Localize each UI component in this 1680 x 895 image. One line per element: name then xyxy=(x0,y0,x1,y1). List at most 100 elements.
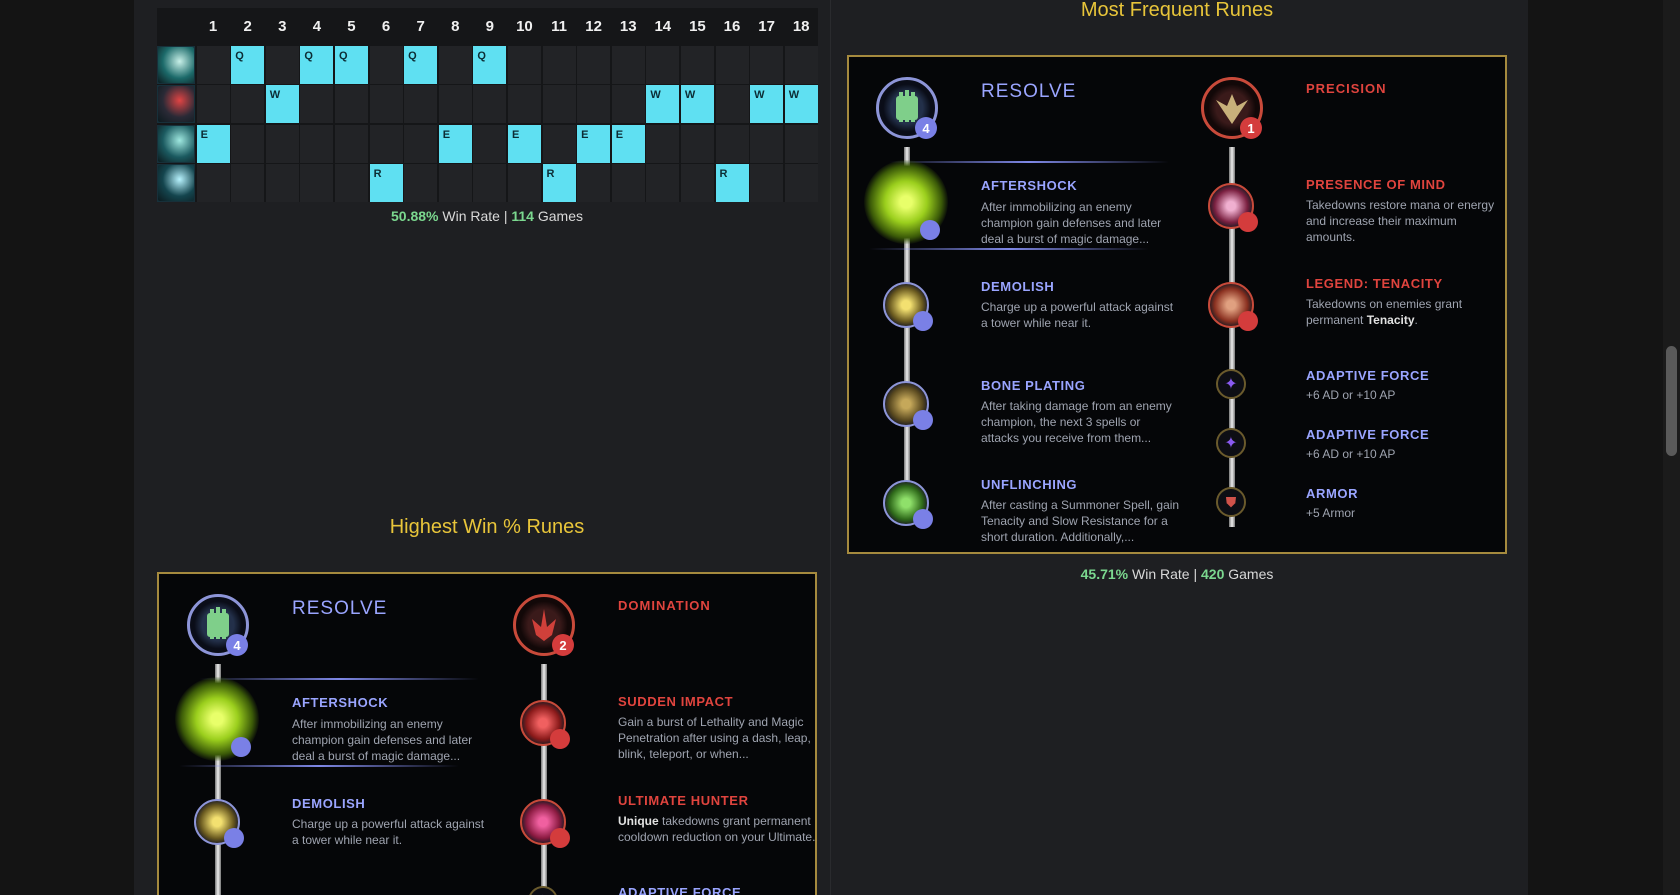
skill-key: E xyxy=(200,128,208,141)
skill-key: E xyxy=(581,128,589,141)
skill-empty-cell xyxy=(369,45,403,84)
skill-key: Q xyxy=(304,49,313,62)
rune-unflinching-desc: After casting a Summoner Spell, gain Ten… xyxy=(981,498,1180,544)
skill-empty-cell xyxy=(750,164,784,203)
skill-key: R xyxy=(373,168,382,181)
games-label: Games xyxy=(1228,566,1274,582)
skill-q-icon xyxy=(157,45,195,84)
skill-empty-cell xyxy=(715,45,749,84)
rune-demolish-desc: Charge up a powerful attack against a to… xyxy=(981,300,1174,330)
skill-point: E xyxy=(577,124,611,163)
skill-key: W xyxy=(788,89,800,102)
win-rate-value: 50.88% xyxy=(391,208,439,224)
skill-point: E xyxy=(507,124,541,163)
skill-empty-cell xyxy=(680,124,714,163)
rune-aftershock-desc: After immobilizing an enemy champion gai… xyxy=(292,717,473,763)
skill-key: E xyxy=(511,128,520,141)
adaptive-force-shard-icon: ✦ xyxy=(1216,428,1246,458)
skill-empty-cell xyxy=(334,85,368,124)
skill-empty-cell xyxy=(784,45,818,84)
skill-empty-cell xyxy=(473,124,507,163)
shard-1-name: ADAPTIVE FORCE xyxy=(618,885,742,895)
shard-1-name: ADAPTIVE FORCE xyxy=(1306,368,1430,383)
page-scrollbar[interactable] xyxy=(1663,0,1680,895)
skill-empty-cell xyxy=(300,164,334,203)
demolish-dot xyxy=(224,828,244,848)
games-value: 114 xyxy=(511,208,534,224)
sudden-impact-dot xyxy=(550,729,570,749)
secondary-count-badge: 1 xyxy=(1240,117,1262,139)
skill-empty-cell xyxy=(231,164,265,203)
level-header: 17 xyxy=(750,8,784,44)
skill-empty-cell xyxy=(611,45,645,84)
skill-point: W xyxy=(784,85,818,124)
rune-demolish-name: DEMOLISH xyxy=(292,796,366,811)
secondary-tree-name: PRECISION xyxy=(1306,81,1387,96)
skill-empty-cell xyxy=(404,164,438,203)
level-header: 12 xyxy=(577,8,611,44)
aftershock-dot xyxy=(920,220,940,240)
skill-empty-cell xyxy=(784,124,818,163)
skill-point: Q xyxy=(404,45,438,84)
level-header: 11 xyxy=(542,8,576,44)
level-header: 3 xyxy=(265,8,299,44)
skill-empty-cell xyxy=(196,164,230,203)
skill-empty-cell xyxy=(196,45,230,84)
unflinching-dot xyxy=(913,509,933,529)
primary-count-badge: 4 xyxy=(915,117,937,139)
skill-empty-cell xyxy=(646,45,680,84)
skill-empty-cell xyxy=(611,164,645,203)
secondary-spine xyxy=(541,664,547,895)
skill-point: R xyxy=(542,164,576,203)
skill-empty-cell xyxy=(473,85,507,124)
level-header: 9 xyxy=(473,8,507,44)
level-header: 2 xyxy=(231,8,265,44)
adaptive-force-shard-icon: ✦ xyxy=(1216,369,1246,399)
skill-point: Q xyxy=(473,45,507,84)
skill-order-stats: 50.88% Win Rate | 114 Games xyxy=(157,208,817,224)
skill-empty-cell xyxy=(680,164,714,203)
level-header: 8 xyxy=(438,8,472,44)
skill-point: Q xyxy=(300,45,334,84)
skill-key: Q xyxy=(477,49,486,62)
skill-point: R xyxy=(715,164,749,203)
skill-empty-cell xyxy=(438,85,472,124)
skill-empty-cell xyxy=(646,164,680,203)
skill-empty-cell xyxy=(680,45,714,84)
rune-sudden-impact-desc: Gain a burst of Lethality and Magic Pene… xyxy=(618,715,811,761)
skill-empty-cell xyxy=(577,164,611,203)
level-header: 18 xyxy=(784,8,818,44)
skill-key: Q xyxy=(408,49,417,62)
rune-bone-plating-desc: After taking damage from an enemy champi… xyxy=(981,399,1172,445)
skill-key: W xyxy=(684,89,696,102)
skill-empty-cell xyxy=(542,124,576,163)
rune-legend-tenacity-name: LEGEND: TENACITY xyxy=(1306,276,1443,291)
adaptive-force-shard-icon: ✦ xyxy=(528,886,558,895)
games-value: 420 xyxy=(1201,566,1225,582)
ultimate-hunter-icon xyxy=(520,799,566,845)
skill-point: R xyxy=(369,164,403,203)
skill-key: W xyxy=(650,89,661,102)
win-rate-value: 45.71% xyxy=(1080,566,1129,582)
domination-tree-icon xyxy=(513,594,575,656)
primary-spine xyxy=(215,664,221,895)
skill-key: W xyxy=(269,89,281,102)
skill-empty-cell xyxy=(404,124,438,163)
presence-of-mind-dot xyxy=(1238,212,1258,232)
win-rate-label: Win Rate | xyxy=(442,208,508,224)
skill-point: E xyxy=(611,124,645,163)
rune-aftershock-desc: After immobilizing an enemy champion gai… xyxy=(981,200,1162,246)
rune-ultimate-hunter-desc: Unique takedowns grant permanent cooldow… xyxy=(618,814,816,844)
rune-ultimate-hunter-name: ULTIMATE HUNTER xyxy=(618,793,749,808)
most-frequent-stats: 45.71% Win Rate | 420 Games xyxy=(847,566,1507,582)
shard-3-name: ARMOR xyxy=(1306,486,1359,501)
scrollbar-thumb[interactable] xyxy=(1666,346,1677,456)
skill-point: W xyxy=(750,85,784,124)
level-header: 15 xyxy=(680,8,714,44)
skill-empty-cell xyxy=(265,164,299,203)
level-header: 10 xyxy=(507,8,541,44)
skill-point: W xyxy=(646,85,680,124)
rune-presence-of-mind-desc: Takedowns restore mana or energy and inc… xyxy=(1306,198,1495,244)
skill-empty-cell xyxy=(265,124,299,163)
primary-tree-name: RESOLVE xyxy=(981,81,1077,102)
